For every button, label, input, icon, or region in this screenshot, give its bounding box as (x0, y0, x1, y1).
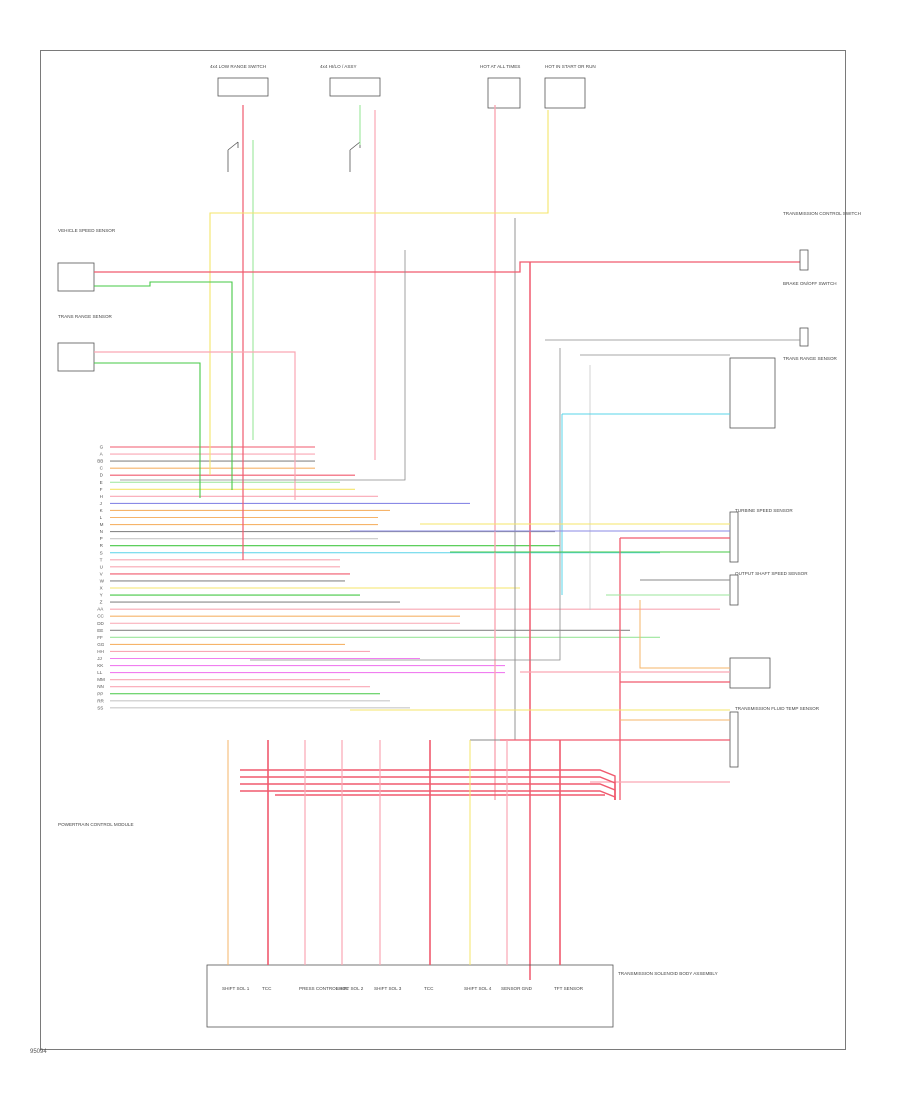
pcm-pin-PP: PP (97, 691, 103, 696)
pcm-pin-L: L (100, 515, 103, 520)
solenoid-pin-label-7: SENSOR GND (501, 986, 533, 991)
oss-connector (729, 574, 739, 606)
oss-label: OUTPUT SHAFT SPEED SENSOR (735, 571, 808, 576)
vss-box (57, 262, 95, 292)
pcm-pin-N: N (100, 529, 103, 534)
pcm-pin-RR: RR (97, 698, 104, 703)
vss-label: VEHICLE SPEED SENSOR (58, 228, 116, 233)
pcm-pin-G: G (100, 445, 104, 450)
pcm-pin-T: T (100, 557, 103, 562)
pcm-pin-H: H (100, 494, 103, 499)
pcm-pin-MM: MM (97, 677, 105, 682)
hi-lo-switch-box (329, 77, 381, 97)
fuse-block-box (487, 77, 521, 109)
top-switch-label-0: 4x4 LOW RANGE SWITCH (210, 64, 266, 69)
pcm-pin-CC: CC (97, 614, 104, 619)
solenoid-bus-2 (240, 783, 616, 800)
tft-connector (729, 711, 739, 768)
ignition-feed (209, 110, 549, 475)
solenoid-pin-label-0: SHIFT SOL 1 (222, 986, 250, 991)
diagram-frame (40, 50, 846, 1050)
tss2-box (729, 657, 771, 689)
pcm-pin-BB: BB (97, 459, 103, 464)
pcm-pin-S: S (100, 550, 103, 555)
tss-connector (729, 511, 739, 563)
tcs-connector (799, 249, 809, 271)
pcm-pin-R: R (100, 543, 104, 548)
pcm-pin-M: M (100, 522, 104, 527)
pcm-pin-KK: KK (97, 663, 104, 668)
tcs-label: TRANSMISSION CONTROL SWITCH (783, 211, 861, 216)
top-switch-label-1: 4x4 HI/LO / ASSY (320, 64, 357, 69)
tss-label: TURBINE SPEED SENSOR (735, 508, 793, 513)
trs-switch-assembly (729, 357, 776, 429)
vss-wire-hi (94, 261, 800, 273)
vss-wire-lo (94, 281, 233, 490)
pcm-pin-Z: Z (100, 600, 103, 605)
trs-box (57, 342, 95, 372)
pcm-pin-E: E (100, 480, 103, 485)
gray-ground-loop (120, 250, 406, 481)
brake-signal (250, 348, 561, 661)
pcm-pin-GG: GG (97, 642, 105, 647)
pcm-pin-D: D (100, 473, 104, 478)
pcm-pin-X: X (100, 586, 103, 591)
solenoid-pin-label-8: TFT SENSOR (554, 986, 584, 991)
top-switch-label-2: HOT AT ALL TIMES (480, 64, 520, 69)
pcm-label: POWERTRAIN CONTROL MODULE (58, 822, 134, 827)
pcm-pin-A: A (100, 452, 104, 457)
trs-label: TRANS RANGE SENSOR (58, 314, 113, 319)
ignition-fuse-box (544, 77, 586, 109)
ignition-branch (470, 218, 516, 741)
pcm-pin-DD: DD (97, 621, 104, 626)
pcm-pin-SS: SS (97, 705, 103, 710)
solenoid-bus-3 (240, 790, 616, 800)
pcm-pin-NN: NN (97, 684, 104, 689)
figure-reference: 95094 (30, 1049, 47, 1055)
pcm-pin-EE: EE (97, 628, 103, 633)
brake-connector (799, 327, 809, 347)
solenoid-pin-label-2: PRESS CONTROL SOL (299, 986, 349, 991)
pcm-pin-P: P (100, 536, 103, 541)
pcm-pin-JJ: JJ (97, 656, 102, 661)
solenoid-connector-box (206, 964, 614, 1028)
pcm-pin-LL: LL (97, 670, 103, 675)
pcm-pin-Y: Y (100, 593, 103, 598)
trs-wire-2 (94, 362, 201, 498)
solenoid-pin-label-1: TCC (262, 986, 272, 991)
tss2-wire (639, 600, 730, 669)
pcm-pin-W: W (100, 578, 105, 583)
pcm-pin-U: U (100, 564, 103, 569)
pcm-pin-V: V (100, 571, 104, 576)
pcm-pin-AA: AA (97, 607, 104, 612)
switch-symbol-0 (227, 141, 239, 172)
pcm-pin-K: K (100, 508, 104, 513)
pcm-pin-C: C (100, 466, 104, 471)
solenoid-bus-1 (240, 776, 616, 800)
trs-right-label: TRANS RANGE SENSOR (783, 356, 838, 361)
solenoid-pin-label-4: SHIFT SOL 3 (374, 986, 402, 991)
pcm-pin-HH: HH (97, 649, 104, 654)
low-range-switch-box (217, 77, 269, 97)
solenoid-pin-label-5: TCC (424, 986, 434, 991)
brake-switch-label: BRAKE ON/OFF SWITCH (783, 281, 837, 286)
pcm-pin-FF: FF (97, 635, 103, 640)
solenoid-connector-label: TRANSMISSION SOLENOID BODY ASSEMBLY (618, 971, 718, 976)
trs-wire-1 (94, 351, 296, 500)
solenoid-pin-label-6: SHIFT SOL 4 (464, 986, 492, 991)
pcm-pin-J: J (100, 501, 102, 506)
top-switch-label-3: HOT IN START OR RUN (545, 64, 596, 69)
tft-label: TRANSMISSION FLUID TEMP SENSOR (735, 706, 820, 711)
pcm-pin-F: F (100, 487, 103, 492)
solenoid-pin-label-3: SHIFT SOL 2 (336, 986, 364, 991)
switch-symbol-1 (349, 141, 361, 172)
